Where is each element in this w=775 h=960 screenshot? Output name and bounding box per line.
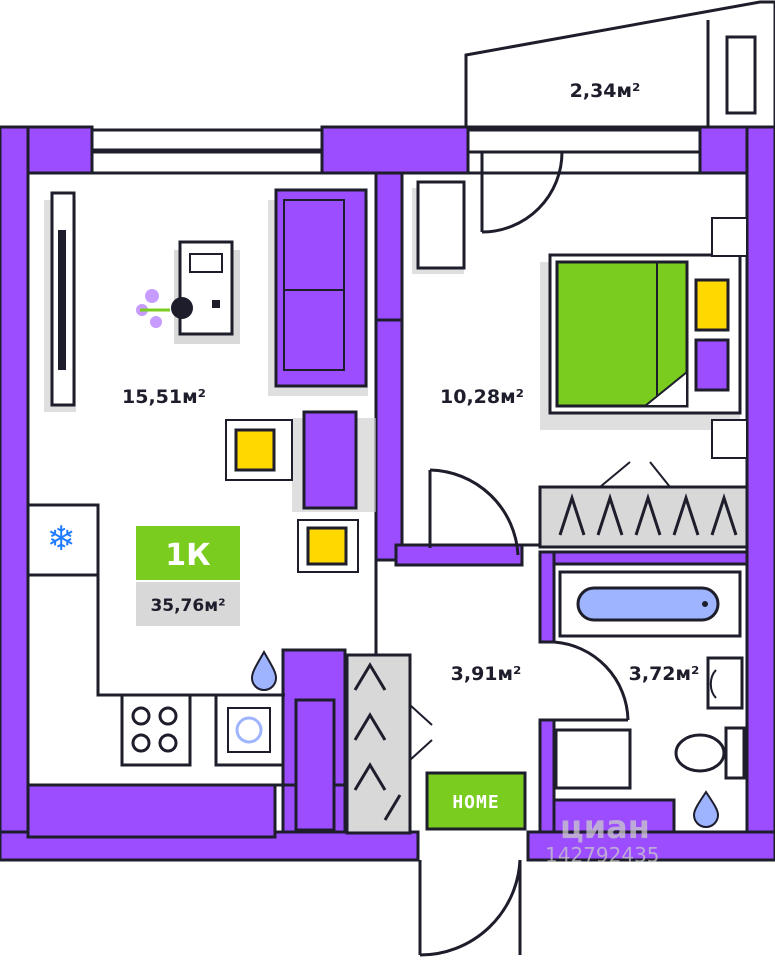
home-mat: HOME [425, 771, 527, 831]
hall-area: 3,91м² [451, 663, 522, 685]
stove-icon [131, 706, 178, 753]
water-drop-icon [250, 649, 278, 691]
badge-type: 1К [165, 538, 211, 573]
bathroom-fixtures [554, 570, 746, 828]
interior-walls [26, 171, 749, 839]
apartment-type-badge: 1К 35,76м² [136, 526, 240, 626]
badge-total-area: 35,76м² [150, 596, 225, 616]
hall-furniture [294, 468, 630, 957]
wall-shelf [44, 191, 76, 412]
outer-walls [0, 125, 775, 862]
balcony-area: 2,34м² [570, 80, 641, 102]
watermark-id: 142792435 [545, 843, 660, 867]
plant-icon [136, 289, 170, 328]
snowflake-icon: ❄ [47, 519, 76, 559]
bathroom-area: 3,72м² [629, 663, 700, 685]
watermark-brand: циан [560, 808, 650, 846]
windows [90, 128, 702, 154]
watermark: циан 142792435 [545, 808, 660, 867]
desk-with-plant [136, 240, 240, 344]
kitchen-unit: ❄ [26, 503, 285, 767]
home-mat-label: HOME [452, 792, 499, 813]
dining-set [225, 410, 376, 573]
balcony [464, 0, 775, 129]
sofa [268, 188, 368, 396]
living-area: 15,51м² [122, 386, 206, 408]
bedroom-furniture [412, 180, 749, 549]
bedroom-area: 10,28м² [440, 386, 524, 408]
washing-machine-icon [227, 707, 271, 753]
balcony-door [480, 151, 564, 234]
